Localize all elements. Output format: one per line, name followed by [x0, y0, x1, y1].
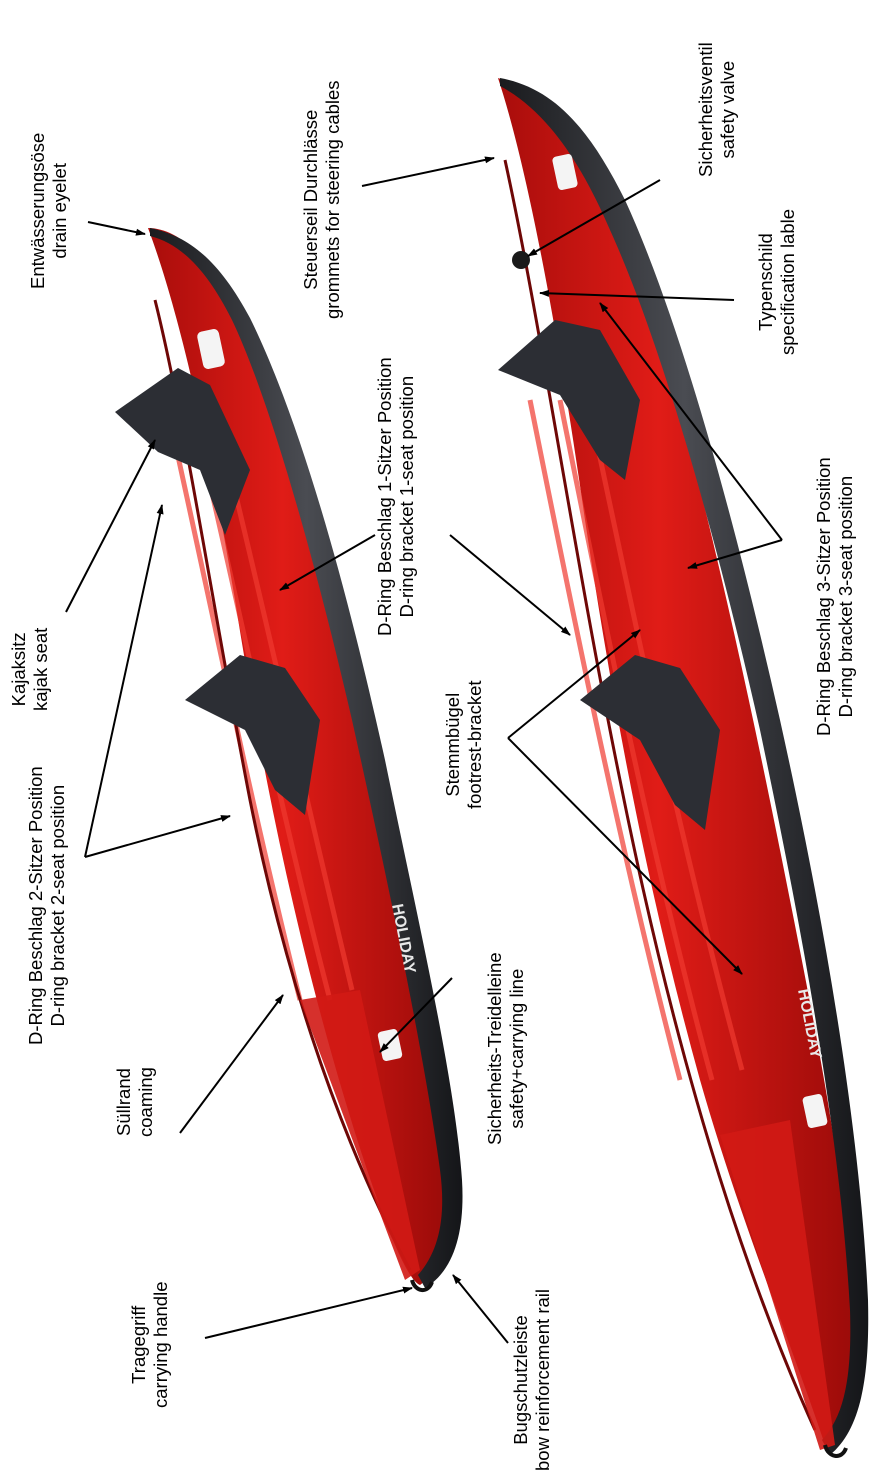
- label-carrying-handle: Tragegriff carrying handle: [128, 1282, 172, 1409]
- label-footrest: Stemmbügel footrest-bracket: [442, 680, 486, 809]
- label-d-ring-1-seat-en: D-ring bracket 1-seat position: [396, 357, 418, 636]
- label-d-ring-3-seat-de: D-Ring Beschlag 3-Sitzer Position: [813, 457, 835, 736]
- arrow-kajak-seat: [66, 440, 155, 612]
- arrow-d-ring-1-kayak2: [450, 535, 570, 635]
- label-safety-valve-de: Sicherheitsventil: [695, 42, 717, 177]
- label-footrest-en: footrest-bracket: [464, 680, 486, 809]
- label-safety-valve-en: safety valve: [717, 42, 739, 177]
- label-safety-line-de: Sicherheits-Treidelleine: [484, 952, 506, 1145]
- label-carrying-handle-en: carrying handle: [150, 1282, 172, 1409]
- label-bow-rail: Bugschutzleiste bow reinforcement rail: [510, 1289, 554, 1471]
- arrow-steering-grommets: [362, 158, 494, 186]
- arrow-d-ring-2-a: [85, 505, 162, 857]
- label-carrying-handle-de: Tragegriff: [128, 1282, 150, 1409]
- label-drain-eyelet-en: drain eyelet: [49, 133, 71, 289]
- label-safety-line-en: safety+carrying line: [506, 952, 528, 1145]
- label-spec-label-de: Typenschild: [755, 209, 777, 355]
- kayak-2-safety-valve: [512, 251, 530, 269]
- label-safety-line: Sicherheits-Treidelleine safety+carrying…: [484, 952, 528, 1145]
- label-steering-grommets-en: grommets for steering cables: [322, 80, 344, 319]
- label-drain-eyelet-de: Entwässerungsöse: [27, 133, 49, 289]
- label-footrest-de: Stemmbügel: [442, 680, 464, 809]
- label-kajak-seat: Kajaksitz kajak seat: [8, 628, 52, 711]
- label-d-ring-1-seat: D-Ring Beschlag 1-Sitzer Position D-ring…: [374, 357, 418, 636]
- label-coaming-de: Süllrand: [113, 1067, 135, 1137]
- label-bow-rail-en: bow reinforcement rail: [532, 1289, 554, 1471]
- arrow-drain-eyelet: [88, 222, 145, 234]
- label-d-ring-3-seat: D-Ring Beschlag 3-Sitzer Position D-ring…: [813, 457, 857, 736]
- label-d-ring-2-seat-de: D-Ring Beschlag 2-Sitzer Position: [25, 766, 47, 1045]
- label-kajak-seat-de: Kajaksitz: [8, 628, 30, 711]
- kayak-three-seater: HOLIDAY: [498, 78, 868, 1456]
- label-drain-eyelet: Entwässerungsöse drain eyelet: [27, 133, 71, 289]
- label-steering-grommets-de: Steuerseil Durchlässe: [300, 80, 322, 319]
- arrow-coaming: [180, 995, 283, 1133]
- arrow-carrying-handle: [205, 1288, 412, 1338]
- label-d-ring-1-seat-de: D-Ring Beschlag 1-Sitzer Position: [374, 357, 396, 636]
- arrow-d-ring-2-b: [85, 816, 230, 857]
- label-safety-valve: Sicherheitsventil safety valve: [695, 42, 739, 177]
- label-spec-label-en: specification lable: [777, 209, 799, 355]
- label-spec-label: Typenschild specification lable: [755, 209, 799, 355]
- arrow-bow-rail: [453, 1275, 508, 1343]
- label-coaming: Süllrand coaming: [113, 1067, 157, 1137]
- label-steering-grommets: Steuerseil Durchlässe grommets for steer…: [300, 80, 344, 319]
- label-d-ring-3-seat-en: D-ring bracket 3-seat position: [835, 457, 857, 736]
- label-bow-rail-de: Bugschutzleiste: [510, 1289, 532, 1471]
- label-coaming-en: coaming: [135, 1067, 157, 1137]
- label-kajak-seat-en: kajak seat: [30, 628, 52, 711]
- label-d-ring-2-seat: D-Ring Beschlag 2-Sitzer Position D-ring…: [25, 766, 69, 1045]
- label-d-ring-2-seat-en: D-ring bracket 2-seat position: [47, 766, 69, 1045]
